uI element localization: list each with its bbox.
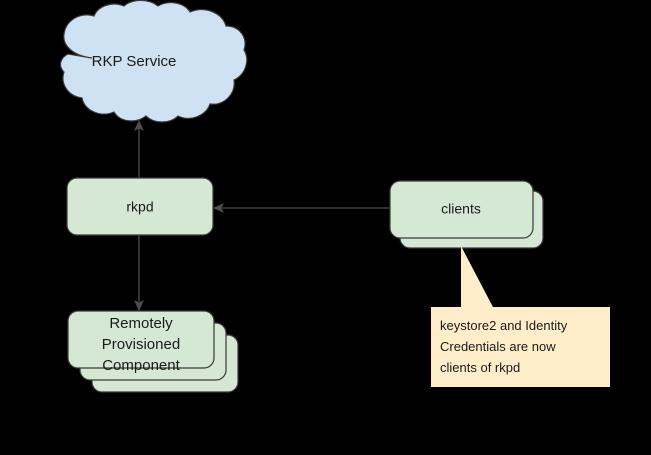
callout-clients-note[interactable]: keystore2 and Identity Credentials are n… — [431, 246, 610, 387]
edge-rkpd-to-rpc — [134, 235, 144, 311]
edge-rkpd-to-rkp-service — [134, 120, 144, 178]
callout-line-2: Credentials are now — [440, 339, 556, 354]
callout-tail — [461, 246, 494, 309]
arrowhead-up-icon — [134, 120, 144, 131]
callout-line-3: clients of rkpd — [440, 360, 520, 375]
callout-line-1: keystore2 and Identity — [440, 318, 568, 333]
arrowhead-down-icon — [134, 300, 144, 311]
clients-box-front — [389, 180, 534, 239]
edge-clients-to-rkpd — [213, 203, 389, 213]
node-rkpd[interactable]: rkpd — [66, 177, 214, 236]
cloud-shape — [59, 0, 248, 123]
node-rkp-service[interactable]: RKP Service — [59, 0, 248, 123]
node-label-rpc-line-1: Remotely — [109, 315, 173, 332]
node-label-rpc-line-3: Component — [102, 357, 180, 374]
node-label-rkp-service: RKP Service — [92, 53, 177, 70]
node-label-rpc-line-2: Provisioned — [102, 336, 180, 353]
callout-box — [431, 307, 610, 387]
arrowhead-left-icon — [213, 203, 224, 213]
node-clients[interactable]: clients — [389, 180, 544, 249]
node-label-clients: clients — [441, 201, 481, 217]
rpc-box-front — [67, 310, 215, 369]
node-remotely-provisioned-component[interactable]: Remotely Provisioned Component — [67, 310, 239, 393]
rkpd-box — [66, 177, 214, 236]
node-label-rkpd: rkpd — [126, 199, 153, 215]
